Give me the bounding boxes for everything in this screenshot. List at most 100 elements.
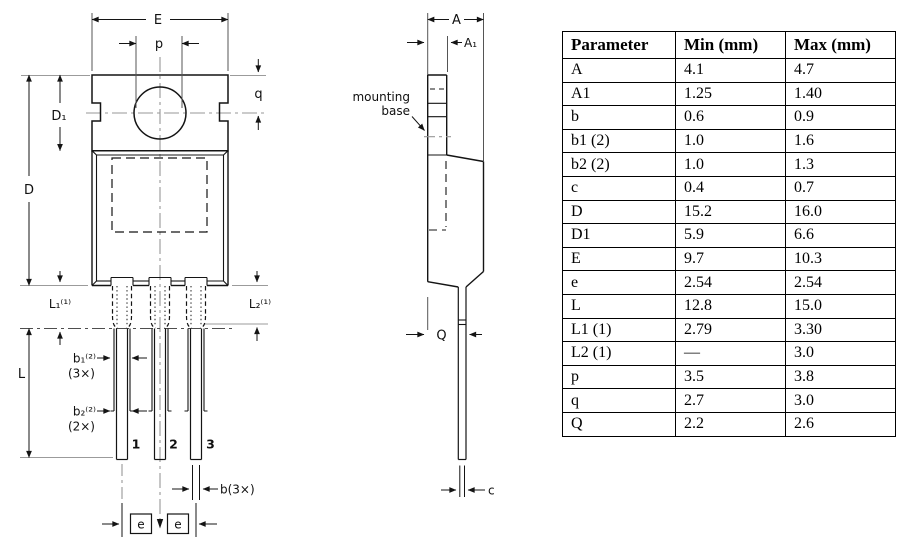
min-cell: 0.6 xyxy=(675,105,786,130)
table-row: L1 (1) 2.79 3.30 xyxy=(562,317,896,343)
front-view: E p q D₁ D L₁⁽¹⁾ xyxy=(18,13,271,537)
dim-D-label: D xyxy=(24,183,34,198)
col-header-max: Max (mm) xyxy=(785,31,896,59)
lead-3 xyxy=(184,286,208,500)
dimensions-table: Parameter Min (mm) Max (mm) A 4.1 4.7 A1… xyxy=(562,31,896,437)
max-cell: 3.0 xyxy=(785,341,896,366)
leads xyxy=(110,286,208,500)
min-cell: 9.7 xyxy=(675,246,786,272)
max-cell: 3.0 xyxy=(785,388,896,413)
parameter-cell: D xyxy=(562,199,676,225)
parameter-cell: q xyxy=(562,388,676,413)
min-cell: 1.25 xyxy=(675,81,786,107)
side-view: A A₁ xyxy=(352,13,495,498)
min-cell: 12.8 xyxy=(675,293,786,319)
parameter-cell: b2 (2) xyxy=(562,152,676,177)
parameter-cell: D1 xyxy=(562,223,676,248)
max-cell: 0.7 xyxy=(785,175,896,201)
parameter-cell: p xyxy=(562,364,676,390)
max-cell: 1.40 xyxy=(785,81,896,107)
mounting-base-label-line1: mounting xyxy=(352,90,410,104)
parameter-cell: Q xyxy=(562,411,676,437)
max-cell: 3.8 xyxy=(785,364,896,390)
col-header-min: Min (mm) xyxy=(675,31,786,59)
tab-outline xyxy=(91,74,229,152)
centerlines xyxy=(86,57,266,519)
parameter-cell: E xyxy=(562,246,676,272)
pin-1-label: 1 xyxy=(132,437,141,452)
table-row: b2 (2) 1.0 1.3 xyxy=(562,152,896,177)
max-cell: 1.3 xyxy=(785,152,896,177)
table-row: e 2.54 2.54 xyxy=(562,270,896,295)
table-row: b 0.6 0.9 xyxy=(562,105,896,130)
parameter-cell: A xyxy=(562,58,676,83)
dim-e1-label: e xyxy=(137,518,144,532)
side-extension-lines xyxy=(427,13,484,330)
dim-D1-label: D₁ xyxy=(51,109,66,124)
max-cell: 2.6 xyxy=(785,411,896,437)
side-profile xyxy=(424,74,485,288)
max-cell: 4.7 xyxy=(785,58,896,83)
max-cell: 15.0 xyxy=(785,293,896,319)
body-outline xyxy=(91,149,229,287)
dim-p xyxy=(119,36,199,108)
max-cell: 2.54 xyxy=(785,270,896,295)
parameter-cell: b xyxy=(562,105,676,130)
table-row: E 9.7 10.3 xyxy=(562,246,896,272)
dim-e2-label: e xyxy=(174,518,181,532)
min-cell: 2.7 xyxy=(675,388,786,413)
dim-E-label: E xyxy=(154,13,162,28)
min-cell: 2.79 xyxy=(675,317,786,343)
dim-q-label: q xyxy=(254,87,262,102)
max-cell: 10.3 xyxy=(785,246,896,272)
mounting-hole xyxy=(133,86,187,140)
min-cell: 1.0 xyxy=(675,128,786,154)
max-cell: 1.6 xyxy=(785,128,896,154)
table-row: L2 (1) — 3.0 xyxy=(562,341,896,366)
min-cell: 3.5 xyxy=(675,364,786,390)
dim-L1-label: L₁⁽¹⁾ xyxy=(49,297,71,311)
min-cell: 1.0 xyxy=(675,152,786,177)
parameter-cell: L1 (1) xyxy=(562,317,676,343)
mounting-base-arrow xyxy=(411,116,425,131)
dim-e xyxy=(102,503,217,537)
table-row: b1 (2) 1.0 1.6 xyxy=(562,128,896,154)
table-row: A1 1.25 1.40 xyxy=(562,81,896,107)
dim-b2-qty: (2×) xyxy=(68,420,95,434)
parameter-cell: e xyxy=(562,270,676,295)
min-cell: 15.2 xyxy=(675,199,786,225)
table-row: D1 5.9 6.6 xyxy=(562,223,896,248)
lead-1 xyxy=(110,286,134,461)
dim-b2-label: b₂⁽²⁾ xyxy=(73,405,96,419)
die-pad-hidden-outline xyxy=(111,157,208,233)
table-row: q 2.7 3.0 xyxy=(562,388,896,413)
dim-E xyxy=(91,13,229,71)
min-cell: 4.1 xyxy=(675,58,786,83)
dim-b1-qty: (3×) xyxy=(68,367,95,381)
mounting-base-label-line2: base xyxy=(381,104,410,118)
min-cell: 2.54 xyxy=(675,270,786,295)
max-cell: 3.30 xyxy=(785,317,896,343)
dim-p-label: p xyxy=(155,37,163,52)
min-cell: 0.4 xyxy=(675,175,786,201)
dim-A1-label: A₁ xyxy=(464,36,477,50)
parameter-cell: A1 xyxy=(562,81,676,107)
parameter-cell: L xyxy=(562,293,676,319)
parameter-cell: c xyxy=(562,175,676,201)
table-row: p 3.5 3.8 xyxy=(562,364,896,390)
min-cell: — xyxy=(675,341,786,366)
table-body: A 4.1 4.7 A1 1.25 1.40 b 0.6 0.9 b1 (2) … xyxy=(562,58,896,437)
dim-L2-label: L₂⁽¹⁾ xyxy=(249,297,271,311)
max-cell: 16.0 xyxy=(785,199,896,225)
dim-b-label: b(3×) xyxy=(220,483,255,497)
pin-2-label: 2 xyxy=(169,437,178,452)
side-lead xyxy=(457,287,467,497)
dim-b1-label: b₁⁽²⁾ xyxy=(73,352,96,366)
dim-L-label: L xyxy=(18,367,26,382)
pin-3-label: 3 xyxy=(206,437,215,452)
centerline-end-arrow xyxy=(156,519,164,529)
dim-c-label: c xyxy=(488,484,495,498)
min-cell: 2.2 xyxy=(675,411,786,437)
table-row: D 15.2 16.0 xyxy=(562,199,896,225)
